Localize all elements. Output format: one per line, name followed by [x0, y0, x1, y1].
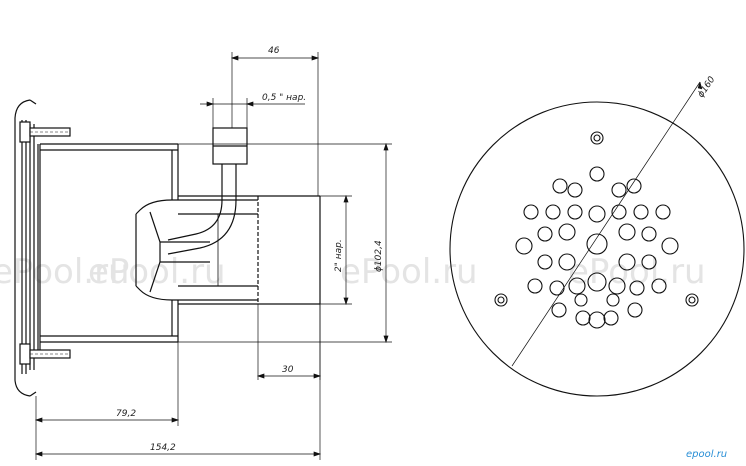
dim-offset-bottom: 30: [282, 365, 294, 375]
watermark-4: ePool.ru: [568, 252, 706, 292]
outlet-pipe: [172, 195, 321, 305]
grate-hole: [618, 223, 636, 241]
grate-hole: [586, 233, 608, 255]
grate-hole: [661, 237, 679, 255]
flange: [14, 99, 41, 397]
skimmer-body: [40, 143, 179, 343]
mount-screw-head: [593, 134, 601, 142]
grate-hole: [629, 280, 645, 296]
dim-length-total: 154,2: [150, 443, 176, 453]
grate-hole: [545, 204, 561, 220]
grate-hole: [611, 182, 627, 198]
dim-thread-small: 0,5 " нар.: [262, 93, 306, 103]
grate-hole: [589, 166, 605, 182]
grate-hole: [494, 293, 508, 307]
dim-diameter-body: ϕ102,4: [374, 240, 384, 272]
dimension-lines: [34, 52, 392, 460]
grate-hole: [515, 237, 533, 255]
watermark-3: ePool.ru: [340, 252, 478, 292]
grate-holes: [494, 131, 699, 329]
dim-depth-inner: 79,2: [116, 409, 136, 419]
grate-hole: [567, 204, 583, 220]
grate-hole: [603, 310, 619, 326]
grate-hole: [618, 253, 636, 271]
grate-hole: [527, 278, 543, 294]
grate-hole: [552, 178, 568, 194]
logo-text: epool.ru: [686, 449, 727, 460]
watermarks: ePool.ru ePool.ru ePool.ru ePool.ru: [0, 252, 706, 292]
side-view: [14, 99, 321, 397]
grate-hole: [558, 253, 576, 271]
grate-hole: [567, 182, 583, 198]
grate-hole: [537, 254, 553, 270]
flange-screw-top: [19, 121, 71, 143]
grate-hole: [606, 293, 620, 307]
grate-hole: [588, 311, 606, 329]
dim-top-width: 46: [268, 46, 280, 56]
small-fitting: [167, 127, 248, 255]
grate-hole: [590, 131, 604, 145]
grate-hole: [574, 293, 588, 307]
grate-hole: [551, 302, 567, 318]
grate-hole: [587, 272, 607, 292]
dimension-labels: 46 0,5 " нар. 2" нар. ϕ102,4 30 79,2 154…: [116, 46, 384, 453]
site-logo: epool.ru: [686, 449, 727, 460]
grate-hole: [633, 204, 649, 220]
grate-hole: [537, 226, 553, 242]
grate-front-view: ϕ160: [449, 75, 745, 397]
grate-hole: [611, 204, 627, 220]
grate-hole: [626, 178, 642, 194]
flange-screw-bottom: [19, 343, 71, 365]
dim-thread-large: 2" нар.: [334, 239, 344, 272]
grate-hole: [568, 277, 586, 295]
grate-hole: [558, 223, 576, 241]
grate-hole: [641, 226, 657, 242]
mount-screw-head: [688, 296, 696, 304]
grate-hole: [651, 278, 667, 294]
grate-hole: [641, 254, 657, 270]
grate-hole: [685, 293, 699, 307]
inner-funnel: [135, 199, 210, 301]
grate-hole: [588, 205, 606, 223]
grate-outline: [449, 101, 745, 397]
grate-hole: [627, 302, 643, 318]
grate-hole: [655, 204, 671, 220]
grate-hole: [549, 280, 565, 296]
grate-hole: [523, 204, 539, 220]
grate-hole: [575, 310, 591, 326]
grate-hole: [608, 277, 626, 295]
mount-screw-head: [497, 296, 505, 304]
